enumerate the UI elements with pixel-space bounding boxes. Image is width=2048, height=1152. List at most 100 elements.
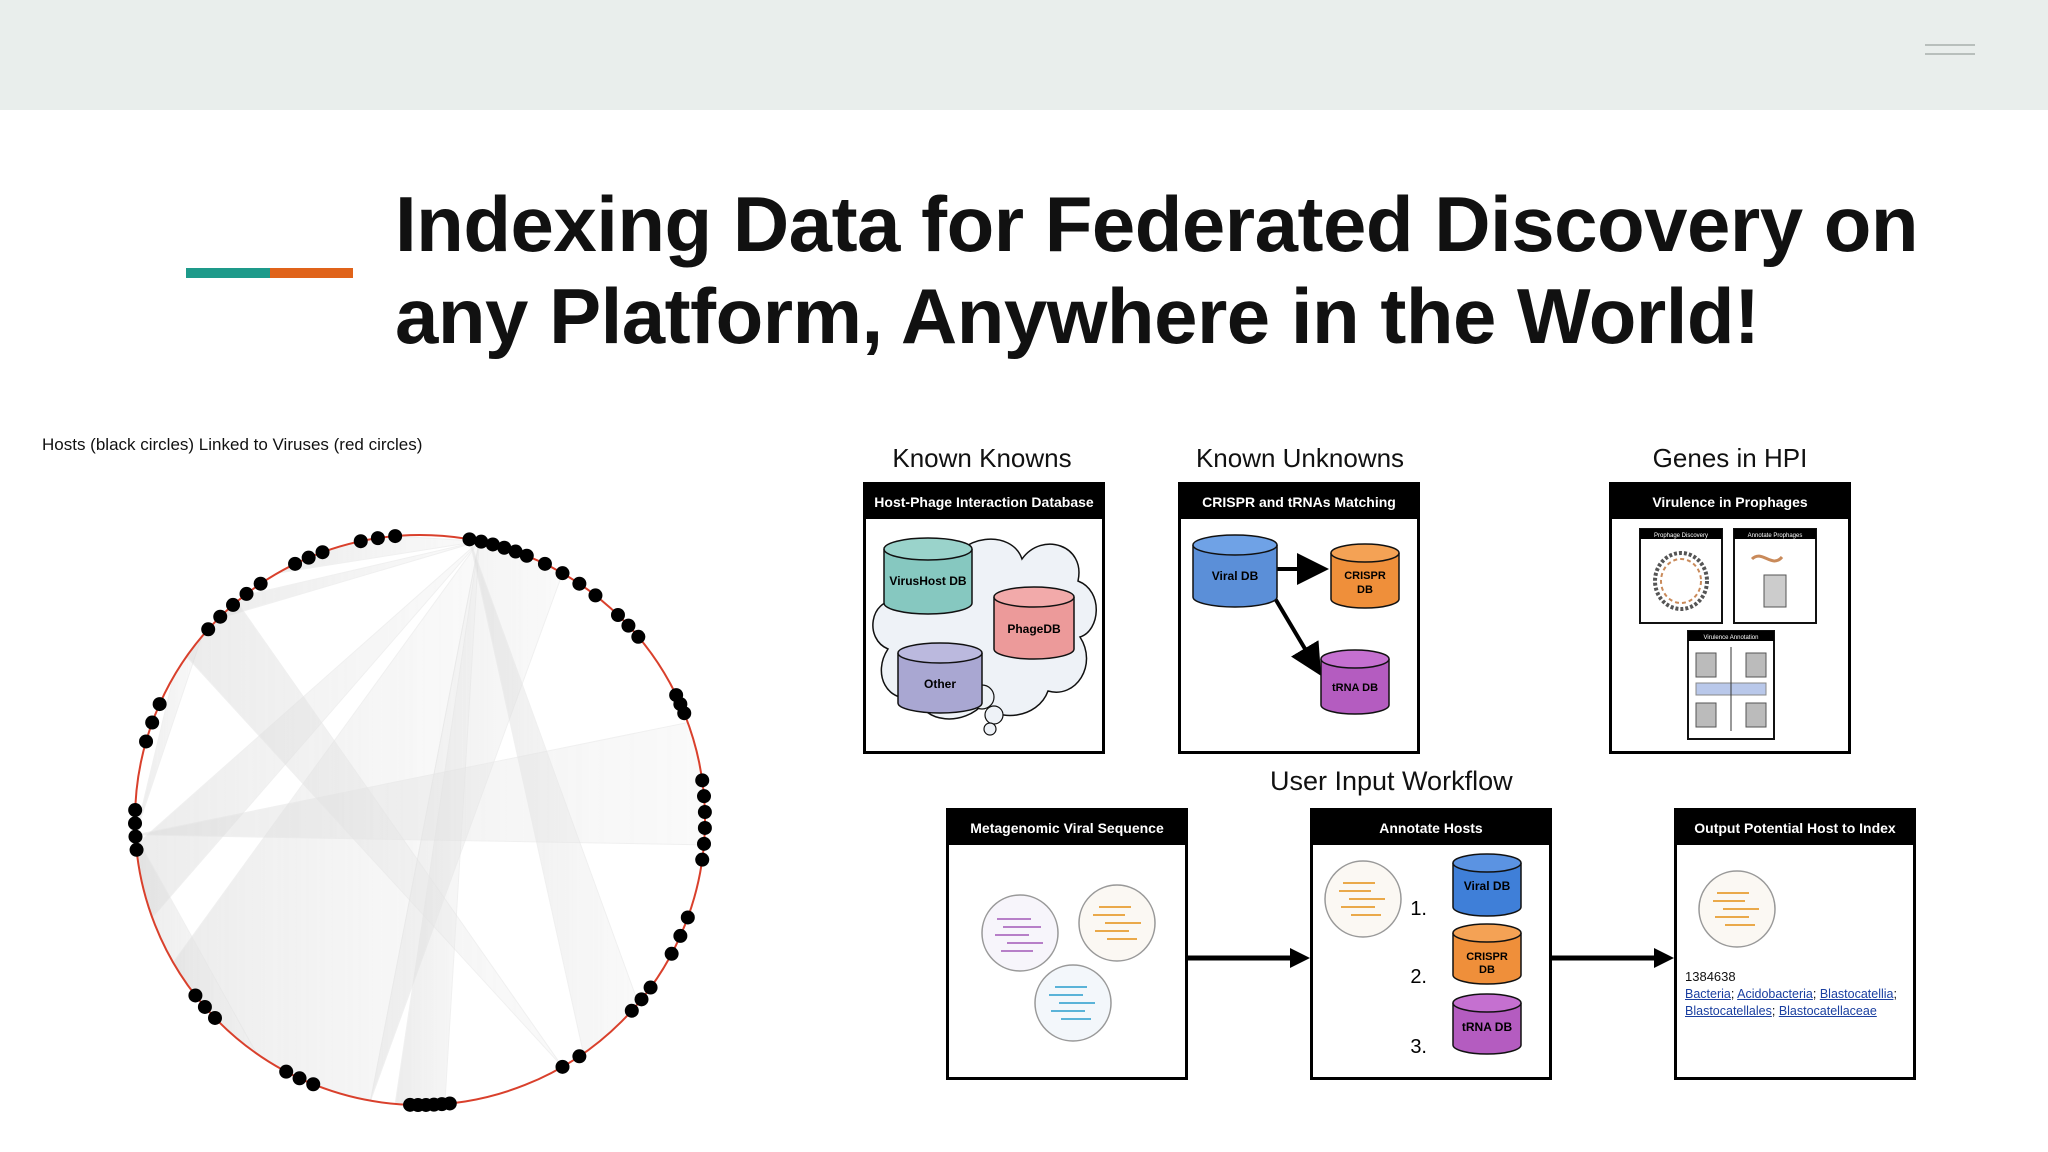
- svg-text:2.: 2.: [1410, 966, 1427, 988]
- host-node: [572, 1049, 587, 1064]
- host-node: [621, 618, 636, 633]
- host-node: [631, 629, 646, 644]
- virulence-prophages-box: Virulence in Prophages Prophage Discover…: [1609, 482, 1851, 754]
- crispr-trna-title: CRISPR and tRNAs Matching: [1181, 485, 1417, 519]
- host-phage-db-box: Host-Phage Interaction Database VirusHos…: [863, 482, 1105, 754]
- host-node: [152, 697, 167, 712]
- host-node: [279, 1064, 294, 1079]
- crispr-trna-illustration: Viral DB CRISPR DB tRNA DB: [1192, 534, 1400, 715]
- sequence-circles-illustration: [981, 884, 1156, 1042]
- host-node: [537, 556, 552, 571]
- workflow-heading: User Input Workflow: [1270, 766, 1513, 796]
- taxonomy-link-bacteria[interactable]: Bacteria: [1685, 987, 1731, 1001]
- host-node: [145, 715, 160, 730]
- host-node: [128, 829, 143, 844]
- svg-text:Virulence Annotation: Virulence Annotation: [1704, 635, 1759, 641]
- taxonomy-link-blastocatellaceae[interactable]: Blastocatellaceae: [1778, 1004, 1877, 1018]
- host-node: [572, 576, 587, 591]
- annotate-viral-db-cylinder: Viral DB: [1452, 853, 1522, 917]
- host-node: [610, 607, 625, 622]
- host-node: [695, 852, 710, 867]
- svg-text:CRISPR: CRISPR: [1344, 570, 1386, 582]
- prophage-dna-icon: [1653, 551, 1709, 611]
- workflow-step-output: Output Potential Host to Index 1384638 B…: [1674, 808, 1916, 1080]
- host-node: [315, 545, 330, 560]
- host-node: [253, 576, 268, 591]
- trna-db-cylinder: tRNA DB: [1320, 649, 1390, 715]
- output-sequence-illustration: [1698, 870, 1776, 948]
- host-node: [188, 988, 203, 1003]
- host-node: [624, 1003, 639, 1018]
- host-node: [462, 532, 477, 547]
- host-node: [403, 1097, 418, 1112]
- host-node: [555, 566, 570, 581]
- taxonomy-link-blastocatellales[interactable]: Blastocatellales: [1685, 1004, 1772, 1018]
- host-node: [697, 836, 712, 851]
- host-node: [677, 706, 692, 721]
- svg-text:3.: 3.: [1410, 1036, 1427, 1058]
- host-node: [129, 842, 144, 857]
- step3-title: Output Potential Host to Index: [1677, 811, 1913, 845]
- host-node: [697, 820, 712, 835]
- virulence-illustration: Prophage Discovery Annotate Prophages Vi…: [1639, 528, 1817, 740]
- step1-title: Metagenomic Viral Sequence: [949, 811, 1185, 845]
- step2-title: Annotate Hosts: [1313, 811, 1549, 845]
- svg-text:Prophage Discovery: Prophage Discovery: [1654, 533, 1708, 539]
- host-node: [370, 531, 385, 546]
- host-node: [207, 1010, 222, 1025]
- host-node: [555, 1059, 570, 1074]
- host-node: [288, 556, 303, 571]
- arrow-step1-to-step2: [1188, 948, 1310, 968]
- host-node: [226, 597, 241, 612]
- sequence-circle-purple: [981, 894, 1059, 972]
- host-node: [306, 1077, 321, 1092]
- svg-text:DB: DB: [1479, 964, 1495, 976]
- output-taxon-id: 1384638: [1685, 969, 1736, 984]
- host-node: [128, 816, 143, 831]
- host-node: [695, 773, 710, 788]
- host-node: [697, 805, 712, 820]
- output-sequence-circle: [1698, 870, 1776, 948]
- host-node: [353, 534, 368, 549]
- host-node: [197, 999, 212, 1014]
- host-node: [201, 622, 216, 637]
- svg-text:Annotate Prophages: Annotate Prophages: [1748, 533, 1803, 539]
- svg-text:tRNA DB: tRNA DB: [1462, 1020, 1513, 1034]
- host-node: [213, 609, 228, 624]
- hamburger-menu-icon[interactable]: [1925, 44, 1975, 66]
- viral-db-cylinder: Viral DB: [1192, 534, 1278, 608]
- svg-text:DB: DB: [1357, 584, 1373, 596]
- host-node: [519, 548, 534, 563]
- host-node: [664, 946, 679, 961]
- heading-known-unknowns: Known Unknowns: [1195, 443, 1405, 473]
- host-node: [388, 529, 403, 544]
- sequence-circle-blue: [1034, 964, 1112, 1042]
- taxonomy-link-acidobacteria[interactable]: Acidobacteria: [1737, 987, 1813, 1001]
- crispr-db-cylinder: CRISPR DB: [1330, 543, 1400, 609]
- host-node: [485, 537, 500, 552]
- accent-line-teal: [186, 268, 270, 278]
- network-host-nodes: [128, 529, 712, 1112]
- host-node: [680, 910, 695, 925]
- host-node: [497, 540, 512, 555]
- annotate-hosts-illustration: 1. Viral DB 2. CRISPR DB 3. tRNA DB: [1324, 853, 1522, 1058]
- query-sequence-circle: [1324, 860, 1402, 938]
- host-node: [301, 550, 316, 565]
- taxonomy-link-blastocatellia[interactable]: Blastocatellia: [1819, 987, 1894, 1001]
- crispr-trna-box: CRISPR and tRNAs Matching Viral DB CRISP…: [1178, 482, 1420, 754]
- phagedb-cylinder: PhageDB: [993, 586, 1075, 660]
- svg-text:Other: Other: [924, 677, 956, 691]
- database-cloud-illustration: VirusHost DB PhageDB Other: [872, 537, 1097, 736]
- heading-genes-in-hpi: Genes in HPI: [1652, 443, 1808, 473]
- slide-title: Indexing Data for Federated Discovery on…: [395, 180, 1919, 360]
- heading-known-knowns: Known Knowns: [892, 443, 1072, 473]
- host-node: [643, 980, 658, 995]
- virushost-db-cylinder: VirusHost DB: [883, 537, 973, 615]
- host-node: [128, 803, 143, 818]
- output-taxonomy: Bacteria; Acidobacteria; Blastocatellia;…: [1685, 987, 1897, 1018]
- virulence-prophages-title: Virulence in Prophages: [1612, 485, 1848, 519]
- svg-text:Viral DB: Viral DB: [1212, 569, 1259, 583]
- host-phage-db-title: Host-Phage Interaction Database: [866, 485, 1102, 519]
- arrow-step2-to-step3: [1552, 948, 1674, 968]
- host-virus-network-graph: [128, 529, 712, 1112]
